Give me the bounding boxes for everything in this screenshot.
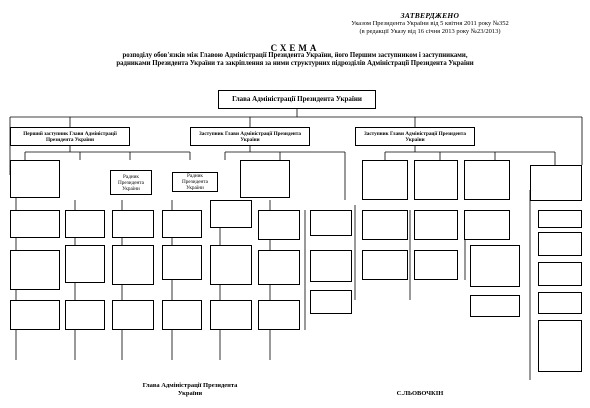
- unit-box: [470, 245, 520, 287]
- unit-box: [112, 210, 154, 238]
- head-of-administration-box: Глава Адміністрації Президента України: [218, 90, 376, 109]
- unit-box: [530, 165, 582, 201]
- deputy-box-3: Заступник Глави Адміністрації Президента…: [355, 127, 475, 146]
- unit-box: [538, 292, 582, 314]
- unit-box: [538, 210, 582, 228]
- schema-heading: СХЕМА: [270, 43, 320, 53]
- unit-box: [414, 160, 458, 200]
- unit-box: [65, 300, 105, 330]
- decree-reference: Указом Президента України від 5 квітня 2…: [351, 20, 509, 27]
- unit-box: [240, 160, 290, 198]
- unit-box: [112, 245, 154, 285]
- signature-name: С.ЛЬОВОЧКІН: [396, 390, 444, 397]
- edition-reference: (в редакції Указу від 16 січня 2013 року…: [359, 28, 501, 35]
- unit-box: [162, 300, 202, 330]
- unit-box: [162, 245, 202, 280]
- unit-box: [464, 210, 510, 240]
- unit-box: [112, 300, 154, 330]
- unit-box: [414, 250, 458, 280]
- unit-box: [10, 250, 60, 290]
- first-deputy-box: Перший заступник Глави Адміністрації Пре…: [10, 127, 130, 146]
- unit-box: [538, 320, 582, 372]
- unit-box: [162, 210, 202, 238]
- signature-position: Глава Адміністрації Президента України: [142, 382, 238, 397]
- schema-title: СХЕМА розподілу обов'язків між Главою Ад…: [70, 43, 520, 69]
- unit-box: [10, 300, 60, 330]
- unit-box: [310, 250, 352, 282]
- unit-box: [538, 262, 582, 286]
- unit-box: [310, 290, 352, 314]
- unit-box: [65, 245, 105, 283]
- unit-box: [470, 295, 520, 317]
- approved-label: ЗАТВЕРДЖЕНО: [400, 11, 460, 20]
- deputy-box-2: Заступник Глави Адміністрації Президента…: [190, 127, 310, 146]
- unit-box: [464, 160, 510, 200]
- unit-box: [10, 210, 60, 238]
- schema-subtitle-line-1: розподілу обов'язків між Главою Адмініст…: [122, 52, 468, 60]
- adviser-box-2: Радник Президента України: [172, 172, 218, 192]
- unit-box: [362, 250, 408, 280]
- approval-stamp: ЗАТВЕРДЖЕНО Указом Президента України ві…: [300, 12, 560, 36]
- unit-box: [258, 300, 300, 330]
- unit-box: [310, 210, 352, 236]
- unit-box: [414, 210, 458, 240]
- unit-box: [210, 245, 252, 285]
- unit-box: [362, 160, 408, 200]
- unit-box: [258, 250, 300, 285]
- unit-box: [10, 160, 60, 198]
- unit-box: [65, 210, 105, 238]
- unit-box: [210, 300, 252, 330]
- adviser-box-1: Радник Президента України: [110, 170, 152, 195]
- unit-box: [210, 200, 252, 228]
- unit-box: [258, 210, 300, 240]
- unit-box: [538, 232, 582, 256]
- unit-box: [362, 210, 408, 240]
- schema-subtitle-line-2: радниками Президента України та закріпле…: [116, 60, 474, 68]
